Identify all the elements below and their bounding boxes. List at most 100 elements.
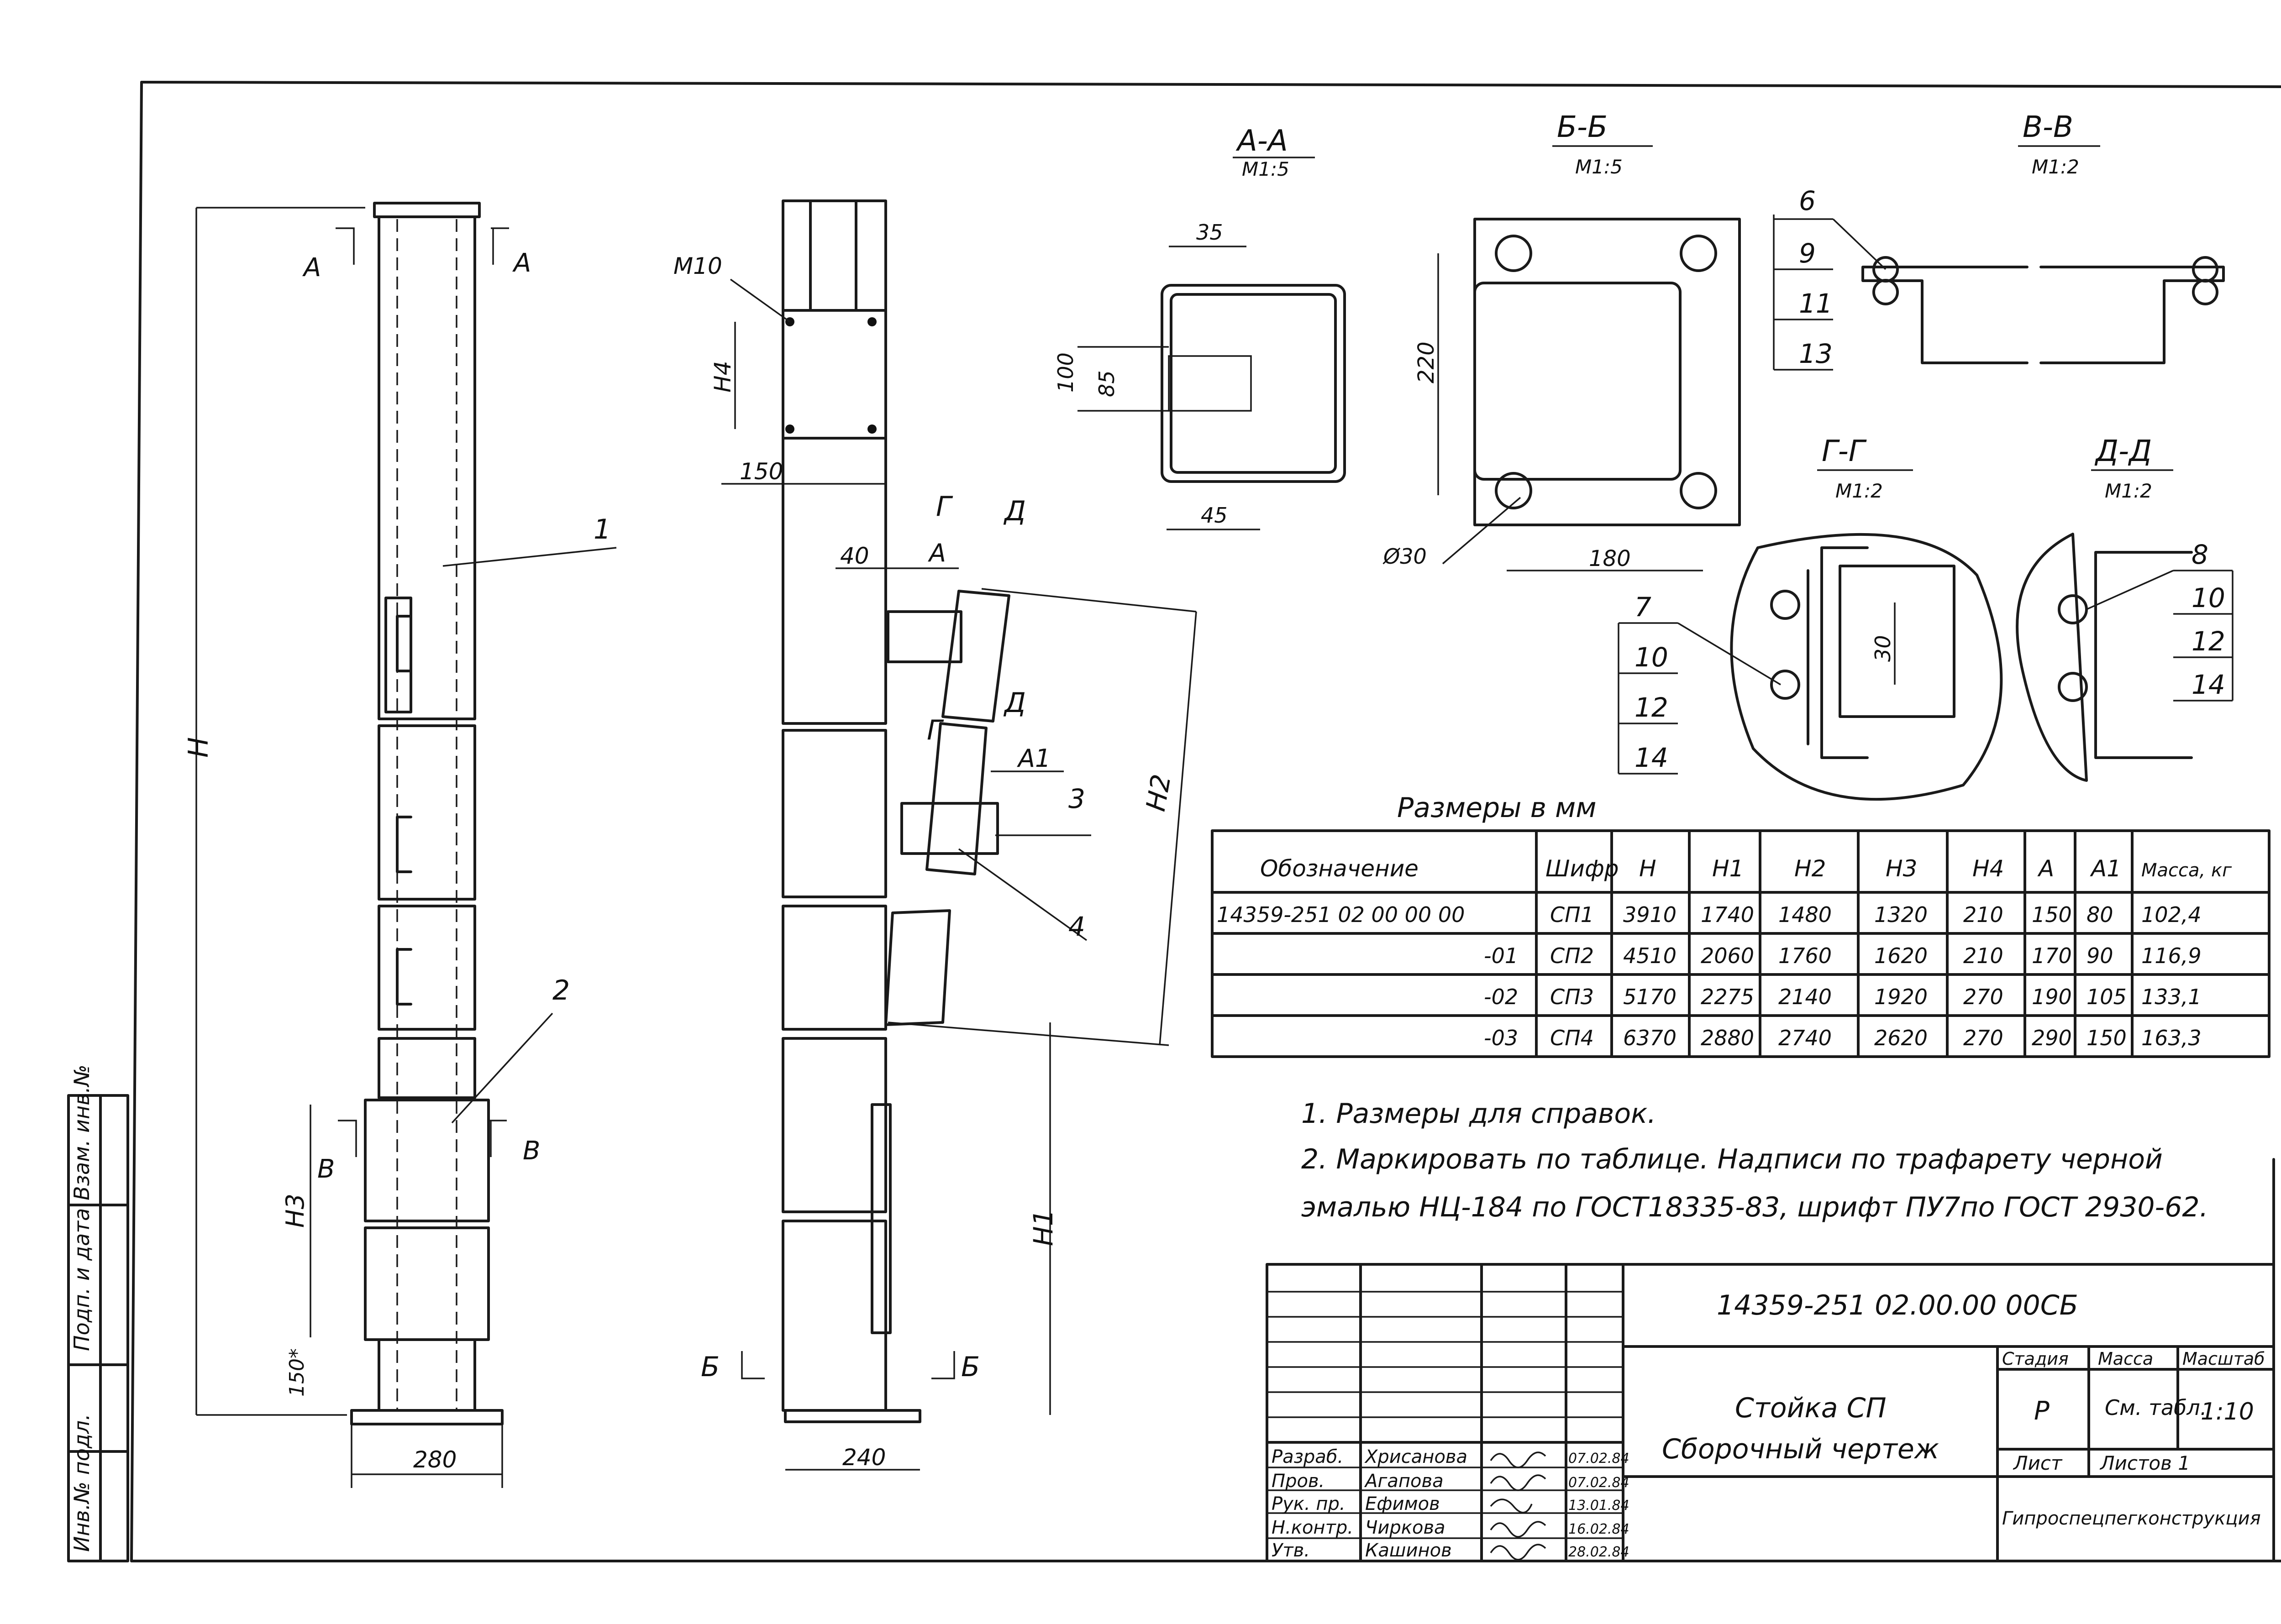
svg-text:10: 10 — [2192, 582, 2225, 613]
cut-g-bottom: Г — [927, 714, 944, 746]
table-row: -01 — [1484, 943, 1518, 968]
svg-text:270: 270 — [1963, 1026, 2003, 1050]
note-2: 2. Маркировать по таблице. Надписи по тр… — [1301, 1143, 2163, 1175]
svg-text:85: 85 — [1094, 370, 1119, 397]
cut-b-right: Б — [961, 1351, 980, 1383]
svg-text:1920: 1920 — [1874, 985, 1928, 1009]
svg-text:80: 80 — [2087, 902, 2113, 927]
svg-text:07.02.84: 07.02.84 — [1568, 1451, 1629, 1467]
svg-text:9: 9 — [1799, 238, 1816, 269]
sec-vv-scale: М1:2 — [2032, 156, 2079, 178]
vv-callouts: 6 9 11 13 — [1773, 185, 1887, 371]
svg-text:10: 10 — [1635, 642, 1668, 673]
svg-text:Листов 1: Листов 1 — [2099, 1452, 2190, 1474]
svg-text:30: 30 — [1871, 635, 1895, 662]
pos-2: 2 — [552, 974, 570, 1006]
svg-text:2140: 2140 — [1778, 985, 1832, 1009]
svg-text:14: 14 — [1635, 742, 1668, 773]
dim-A1: А1 — [1017, 744, 1051, 773]
signature — [1490, 1451, 1546, 1468]
dd-callouts: 8 10 12 14 — [2086, 539, 2234, 702]
sec-gg-scale: М1:2 — [1835, 480, 1883, 502]
sec-aa-scale: М1:5 — [1242, 158, 1289, 180]
svg-text:Н3: Н3 — [1886, 855, 1917, 882]
sheet-frame — [67, 81, 2281, 1562]
stamp-inv: Инв.№ подл. — [69, 1414, 94, 1552]
svg-text:210: 210 — [1963, 902, 2003, 927]
svg-text:6: 6 — [1799, 185, 1816, 216]
svg-text:105: 105 — [2087, 985, 2127, 1009]
svg-text:13: 13 — [1799, 338, 1833, 369]
dim-width-280: 280 — [413, 1446, 457, 1473]
svg-text:Ø30: Ø30 — [1382, 544, 1427, 569]
svg-text:СП2: СП2 — [1550, 943, 1594, 968]
svg-text:220: 220 — [1414, 341, 1439, 383]
rail-strip — [871, 1103, 892, 1334]
sec-bb-title: Б-Б — [1557, 110, 1608, 144]
title-block: 14359-251 02.00.00 00СБ Стойка СП Сбороч… — [1266, 1158, 2275, 1562]
svg-text:150: 150 — [2032, 902, 2072, 927]
table-caption: Размеры в мм — [1397, 792, 1597, 824]
svg-text:Масштаб: Масштаб — [2182, 1349, 2265, 1369]
svg-text:150: 150 — [2087, 1026, 2127, 1050]
svg-text:2060: 2060 — [1701, 943, 1754, 968]
drawing-type: Сборочный чертеж — [1662, 1433, 1939, 1465]
note-1: 1. Размеры для справок. — [1301, 1098, 1656, 1130]
svg-text:А: А — [2037, 855, 2054, 882]
dim-H3: Н3 — [281, 1194, 310, 1228]
front-view: H Н3 150* 280 А А В В 1 2 — [183, 202, 617, 1488]
svg-text:163,3: 163,3 — [2141, 1026, 2202, 1050]
sec-dd-title: Д-Д — [2094, 435, 2152, 468]
svg-text:Ефимов: Ефимов — [1365, 1493, 1440, 1514]
svg-text:Чиркова: Чиркова — [1365, 1517, 1445, 1538]
svg-text:Н.контр.: Н.контр. — [1272, 1517, 1353, 1538]
th-designation: Обозначение — [1260, 855, 1419, 882]
svg-text:Н2: Н2 — [1794, 855, 1826, 882]
pos-4: 4 — [1068, 911, 1085, 942]
svg-text:100: 100 — [1053, 352, 1078, 393]
dim-A: А — [928, 539, 946, 567]
svg-text:Н1: Н1 — [1712, 855, 1744, 882]
svg-text:Стадия: Стадия — [2002, 1349, 2069, 1369]
svg-text:6370: 6370 — [1623, 1026, 1677, 1050]
svg-text:290: 290 — [2032, 1026, 2072, 1050]
section-aa: А-А М1:5 35 100 85 45 — [1053, 124, 1346, 530]
svg-text:12: 12 — [2192, 626, 2225, 657]
gg-callouts: 7 10 12 14 — [1618, 592, 1781, 775]
svg-text:28.02.84: 28.02.84 — [1568, 1544, 1629, 1560]
stage-value: Р — [2034, 1396, 2050, 1426]
cut-d-top: Д — [1003, 495, 1026, 527]
table-row: 14359-251 02 00 00 00 — [1217, 902, 1465, 927]
dim-40: 40 — [840, 543, 869, 569]
svg-text:12: 12 — [1635, 692, 1668, 723]
section-bb: Б-Б М1:5 220 180 Ø30 — [1382, 110, 1741, 571]
svg-text:35: 35 — [1196, 220, 1223, 245]
drawing-name: Стойка СП — [1735, 1392, 1887, 1424]
scale-value: 1:10 — [2201, 1398, 2254, 1425]
svg-text:11: 11 — [1799, 288, 1833, 319]
cut-g-top: Г — [936, 491, 953, 523]
svg-text:1740: 1740 — [1701, 902, 1754, 927]
cut-b-left: Б — [701, 1351, 720, 1383]
side-view: М10 Н4 150 40 А А1 Г Д Г Д Н2 Н1 3 4 Б Б… — [673, 199, 1197, 1471]
dimension-table: Размеры в мм Обозначение Шифр Н Н1 Н2 Н3… — [1211, 792, 2270, 1058]
svg-text:Кашинов: Кашинов — [1365, 1540, 1452, 1561]
notes: 1. Размеры для справок. 2. Маркировать п… — [1301, 1098, 2208, 1223]
svg-text:2620: 2620 — [1874, 1026, 1928, 1050]
svg-text:170: 170 — [2032, 943, 2072, 968]
dim-150-star: 150* — [285, 1348, 309, 1397]
dim-H4: Н4 — [710, 361, 736, 393]
org-name: Гипроспецпегконструкция — [2002, 1508, 2261, 1529]
svg-text:190: 190 — [2032, 985, 2072, 1009]
table-row: -02 — [1484, 985, 1518, 1009]
svg-text:7: 7 — [1635, 592, 1651, 623]
cut-d-bottom: Д — [1003, 687, 1026, 719]
svg-text:Шифр: Шифр — [1545, 855, 1619, 882]
sec-vv-title: В-В — [2023, 110, 2073, 144]
svg-text:5170: 5170 — [1623, 985, 1677, 1009]
dim-H2: Н2 — [1140, 772, 1177, 813]
signature — [1490, 1498, 1533, 1514]
dim-150: 150 — [740, 458, 783, 485]
bracket-plate-upper — [364, 1099, 490, 1222]
svg-text:СП4: СП4 — [1550, 1026, 1594, 1050]
